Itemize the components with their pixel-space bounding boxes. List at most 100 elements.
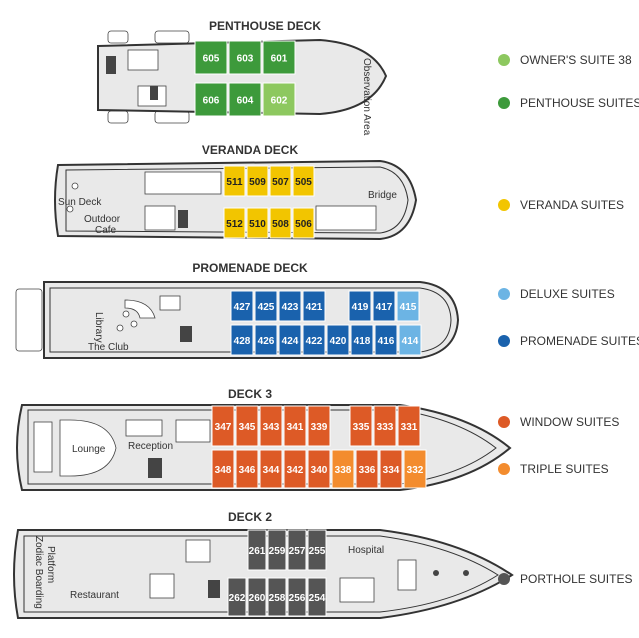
suite-342 (283, 449, 307, 489)
legend-swatch-porthole (498, 573, 510, 585)
legend-item-owner: OWNER'S SUITE 38 (498, 50, 632, 70)
suite-label-512: 512 (226, 219, 243, 230)
suite-335 (349, 405, 373, 447)
suite-338 (331, 449, 355, 489)
suite-508 (269, 207, 292, 239)
suite-label-348: 348 (215, 465, 232, 476)
suite-425 (254, 290, 278, 322)
suite-label-416: 416 (378, 336, 395, 347)
suite-label-257: 257 (289, 546, 306, 557)
suite-label-417: 417 (376, 302, 393, 313)
suite-label-419: 419 (352, 302, 369, 313)
suite-419 (348, 290, 372, 322)
suite-label-346: 346 (239, 465, 256, 476)
suite-label-606: 606 (203, 96, 220, 107)
suite-512 (223, 207, 246, 239)
suite-511 (223, 165, 246, 197)
suite-505 (292, 165, 315, 197)
suite-601 (262, 40, 296, 75)
suite-344 (259, 449, 283, 489)
suite-506 (292, 207, 315, 239)
legend-swatch-window (498, 416, 510, 428)
legend-item-promenade: PROMENADE SUITES (498, 331, 639, 351)
suite-603 (228, 40, 262, 75)
area-library: Library (93, 312, 104, 343)
deck2-stair (208, 580, 220, 598)
suite-254 (307, 577, 327, 617)
area-cafe: Cafe (95, 225, 117, 236)
deck2-deck (13, 529, 514, 619)
deck3-lounge-bar (59, 419, 117, 477)
suite-418 (350, 324, 374, 356)
suite-label-347: 347 (215, 422, 232, 433)
suite-label-262: 262 (229, 593, 246, 604)
legend-swatch-triple (498, 463, 510, 475)
suite-label-422: 422 (306, 336, 323, 347)
veranda-inner (65, 166, 409, 234)
deck2-anchor (463, 570, 469, 576)
suite-label-602: 602 (271, 96, 288, 107)
suite-label-415: 415 (400, 302, 417, 313)
suite-label-424: 424 (282, 336, 299, 347)
suite-260 (247, 577, 267, 617)
legend-item-veranda: VERANDA SUITES (498, 195, 624, 215)
promenade-table (130, 320, 138, 328)
promenade-table (122, 310, 130, 318)
suite-label-506: 506 (295, 219, 312, 230)
legend-label-porthole: PORTHOLE SUITES (520, 572, 633, 586)
deck2-anchor (433, 570, 439, 576)
deck-title-penthouse: PENTHOUSE DECK (209, 19, 321, 33)
legend-label-deluxe: DELUXE SUITES (520, 287, 615, 301)
suite-416 (374, 324, 398, 356)
deck-title-promenade: PROMENADE DECK (192, 261, 308, 275)
suite-label-335: 335 (353, 422, 370, 433)
suite-label-428: 428 (234, 336, 251, 347)
area-restaurant: Restaurant (70, 590, 119, 601)
suite-602 (262, 82, 296, 117)
legend-item-penthouse: PENTHOUSE SUITES (498, 93, 639, 113)
suite-421 (302, 290, 326, 322)
suite-258 (267, 577, 287, 617)
deck3-stair (148, 458, 162, 478)
legend-label-veranda: VERANDA SUITES (520, 198, 625, 212)
suite-424 (278, 324, 302, 356)
promenade-inner (49, 287, 452, 353)
veranda-fixture (144, 205, 176, 231)
deck2-fixture (149, 573, 175, 599)
penthouse-fixture (127, 49, 159, 71)
area-sun-deck: Sun Deck (58, 197, 102, 208)
suite-label-343: 343 (263, 422, 280, 433)
suite-348 (211, 449, 235, 489)
deck3-fixture (175, 419, 211, 443)
promenade-stair (180, 326, 192, 342)
suite-label-604: 604 (237, 96, 254, 107)
suite-334 (379, 449, 403, 489)
area-platform: Platform (45, 546, 56, 583)
deck2-fixture (397, 559, 417, 591)
suite-label-254: 254 (309, 593, 326, 604)
suite-340 (307, 449, 331, 489)
suite-label-509: 509 (249, 177, 266, 188)
suite-420 (326, 324, 350, 356)
suite-428 (230, 324, 254, 356)
legend-item-deluxe: DELUXE SUITES (498, 284, 615, 304)
suite-339 (307, 405, 331, 447)
suite-606 (194, 82, 228, 117)
legend-label-penthouse: PENTHOUSE SUITES (520, 96, 639, 110)
penthouse-lifeboat (107, 110, 129, 124)
suite-331 (397, 405, 421, 447)
legend-swatch-owner (498, 54, 510, 66)
penthouse-stair (106, 56, 116, 74)
suite-label-333: 333 (377, 422, 394, 433)
deck2-inner (23, 535, 499, 613)
suite-label-336: 336 (359, 465, 376, 476)
veranda-fixture (144, 171, 222, 195)
deck-title-deck2: DECK 2 (228, 510, 272, 524)
suite-label-338: 338 (335, 465, 352, 476)
legend-item-window: WINDOW SUITES (498, 412, 619, 432)
suite-label-341: 341 (287, 422, 304, 433)
penthouse-hull (97, 38, 388, 116)
suite-332 (403, 449, 427, 489)
veranda-deck (54, 159, 418, 241)
